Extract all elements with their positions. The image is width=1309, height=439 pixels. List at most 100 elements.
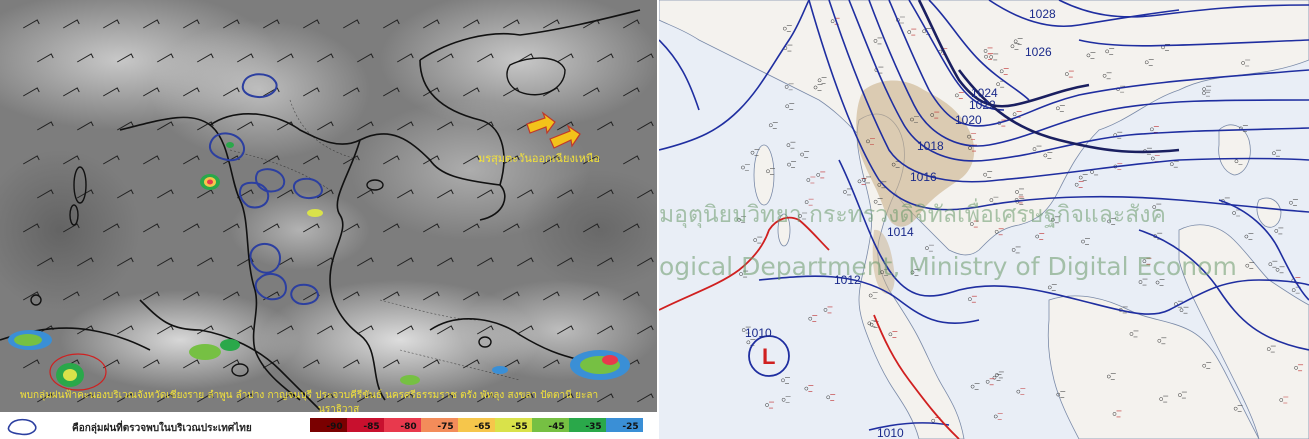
wind-barb [102,359,120,369]
station-marker [995,373,999,377]
pressure-chart-panel: L 1028 1026 1024 1022 1020 1018 1016 101… [659,0,1309,439]
wind-barb [476,189,494,199]
station-reading [1090,52,1096,59]
wind-barb [596,393,614,403]
station-marker [857,179,862,184]
station-marker [989,55,994,59]
wind-barb [462,223,480,233]
wind-barb [196,189,214,199]
station-marker [1159,397,1164,401]
wind-barb [462,87,480,97]
wind-barb [116,257,134,267]
station-reading [802,212,808,220]
wind-barb [622,19,640,29]
station-reading [827,306,833,314]
wind-barb [622,87,640,97]
legend-value: -25 [622,422,638,432]
isobar-label: 1016 [910,170,937,184]
legend-swatch [347,418,384,432]
wind-barb [556,189,574,199]
station-marker [741,165,745,170]
wind-barb [182,19,200,29]
station-reading [791,161,797,168]
station-reading [872,292,878,299]
wind-barb [542,155,560,165]
station-marker [1266,347,1271,351]
isobar-label: 1026 [1025,45,1052,59]
wind-barb [316,325,334,335]
station-marker [768,123,773,128]
station-marker [1107,219,1111,224]
station-marker [1016,389,1021,394]
station-marker [1155,280,1160,285]
rain-annotation-line1: พบกลุ่มฝนฟ้าคะนองบริเวณจังหวัดเชียงราย ล… [20,389,598,401]
wind-barb [582,291,600,301]
station-reading [1047,152,1053,159]
station-marker [798,214,802,218]
wind-barb [516,189,534,199]
wind-barb [596,257,614,267]
station-marker [753,238,758,242]
rain-blobs [8,142,630,387]
station-marker [765,403,769,407]
wind-barb [22,155,40,165]
station-reading [971,295,977,303]
station-marker [1129,332,1134,336]
station-reading [1237,405,1243,412]
station-marker [931,418,936,423]
station-reading [1082,174,1088,181]
legend-swatch [532,418,569,432]
wind-barb [382,19,400,29]
wind-barb [302,223,320,233]
station-marker [739,272,743,276]
station-marker [888,332,893,337]
watermark-english: ogical Department, Ministry of Digital E… [659,252,1237,281]
wind-barb [502,359,520,369]
wind-barb [302,155,320,165]
station-reading [830,394,836,401]
wind-barb [342,291,360,301]
wind-barb [556,325,574,335]
wind-barb [142,19,160,29]
station-marker [1274,229,1279,233]
station-reading [1161,337,1167,345]
wind-barb [542,87,560,97]
station-reading [1018,196,1024,204]
station-marker [1064,72,1069,76]
wind-barb [142,223,160,233]
station-marker [1202,363,1207,368]
wind-barb [556,121,574,131]
station-reading [1146,147,1152,155]
wind-barb [22,291,40,301]
station-marker [969,222,974,226]
wind-barb [76,121,94,131]
wind-barb [236,189,254,199]
station-marker [984,54,988,59]
wind-barb [182,223,200,233]
legend-label: คือกลุ่มฝนที่ตรวจพบในบริเวณประเทศไทย [72,420,252,434]
rain-annotation-line2: นราธิวาส [318,404,359,415]
wind-barb [36,53,54,63]
station-marker [1179,308,1184,313]
wind-barb [36,189,54,199]
wind-barb [182,87,200,97]
legend-value: -45 [548,422,564,432]
wind-barb [516,325,534,335]
wind-barb [156,53,174,63]
wind-barb [62,87,80,97]
station-marker [910,270,915,275]
station-marker [1138,280,1143,284]
low-pressure-symbol: L [762,344,775,369]
station-reading [1015,246,1021,254]
isobar-label: 1010 [877,426,904,439]
wind-barb [556,257,574,267]
wind-barb [302,19,320,29]
station-reading [1116,410,1122,418]
station-reading [913,116,919,123]
wind-barb [436,121,454,131]
wind-barb [236,393,254,403]
station-reading [973,220,979,228]
wind-barb [142,87,160,97]
station-marker [826,395,831,400]
station-reading [741,216,747,224]
